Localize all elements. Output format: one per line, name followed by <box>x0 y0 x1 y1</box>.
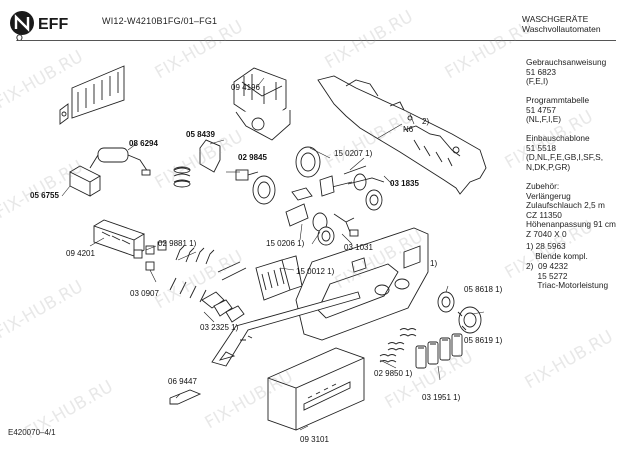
part-label-note-2: 2) <box>422 117 429 126</box>
part-label-032325: 03 2325 1) <box>200 323 239 332</box>
push-rods-part <box>201 261 247 323</box>
part-label-056755: 05 6755 <box>30 191 59 200</box>
category-subtitle: Waschvollautomaten <box>522 24 601 34</box>
part-label-031835: 03 1835 <box>390 179 419 188</box>
rotary-switch-upper <box>319 165 385 211</box>
part-label-093101: 09 3101 <box>300 435 329 444</box>
electronic-module-part <box>233 67 291 141</box>
rotary-switch-lower <box>285 187 359 246</box>
push-button-block-part <box>93 219 146 257</box>
category-title: WASCHGERÄTE <box>522 14 589 24</box>
drawer-front-part <box>267 347 365 431</box>
part-label-030907: 03 0907 <box>130 289 159 298</box>
spring-clips-part <box>169 245 215 303</box>
part-label-094201: 09 4201 <box>66 249 95 258</box>
doc-program-table: Programmtabelle 51 4757 (NL,F,I,E) <box>526 95 590 125</box>
control-knob-covers-part <box>437 291 482 334</box>
svg-text:Ω: Ω <box>16 34 23 42</box>
part-label-029881: 02 9881 1) <box>158 239 197 248</box>
drawing-reference: E420070–4/1 <box>8 428 56 437</box>
bezel-plate-part <box>211 291 361 367</box>
selector-knob-large <box>295 146 321 178</box>
part-label-n6: N6 <box>403 125 414 134</box>
part-label-029850: 02 9850 1) <box>374 369 413 378</box>
part-label-029845: 02 9845 <box>238 153 267 162</box>
front-fascia-part <box>295 227 429 341</box>
accessories-list: Zubehör: Verlängerug Zulaufschlauch 2,5 … <box>526 181 616 239</box>
coil-spring-part <box>173 166 191 188</box>
part-label-069447: 06 9447 <box>168 377 197 386</box>
switch-block-part <box>255 255 303 301</box>
hex-key-part <box>169 389 202 405</box>
small-springs-part <box>379 328 417 363</box>
part-label-note-1: 1) <box>430 259 437 268</box>
footnote-1: 1) 28 5963 Blende kompl. <box>526 241 588 261</box>
footnote-2: 2) 09 4232 15 5272 Triac-Motorleistung <box>526 261 609 291</box>
header-divider <box>18 40 616 41</box>
svg-text:EFF: EFF <box>38 16 68 33</box>
part-label-058439: 05 8439 <box>186 130 215 139</box>
model-number: WI12-W4210B1FG/01–FG1 <box>102 16 218 26</box>
part-label-094196: 09 4196 <box>231 83 260 92</box>
part-label-086294: 08 6294 <box>129 139 158 148</box>
interference-suppressor-part <box>69 165 101 197</box>
part-label-150012: 15 0012 1) <box>296 267 335 276</box>
neff-logo: EFF Ω <box>10 11 68 42</box>
connector-part <box>235 169 259 181</box>
part-label-058618: 05 8618 1) <box>464 285 503 294</box>
part-label-150206: 15 0206 1) <box>266 239 305 248</box>
category-label: WASCHGERÄTE Waschvollautomaten <box>522 14 601 34</box>
part-label-031951: 03 1951 1) <box>422 393 461 402</box>
control-panel-tray-part <box>317 75 487 195</box>
doc-manual: Gebrauchsanweisung 51 6823 (F,E,I) <box>526 57 607 87</box>
button-caps-part <box>415 333 463 369</box>
leader-lines <box>61 77 485 431</box>
selector-knob-small <box>252 175 276 205</box>
part-label-150207: 15 0207 1) <box>334 149 373 158</box>
relay-part <box>199 139 221 173</box>
mounting-bracket-part <box>59 65 125 125</box>
capacitor-part <box>89 147 151 176</box>
part-label-058619: 05 8619 1) <box>464 336 503 345</box>
part-label-031031: 03 1031 <box>344 243 373 252</box>
doc-template: Einbauschablone 51 5518 (D,NL,F,E,GB,I,S… <box>526 133 603 172</box>
